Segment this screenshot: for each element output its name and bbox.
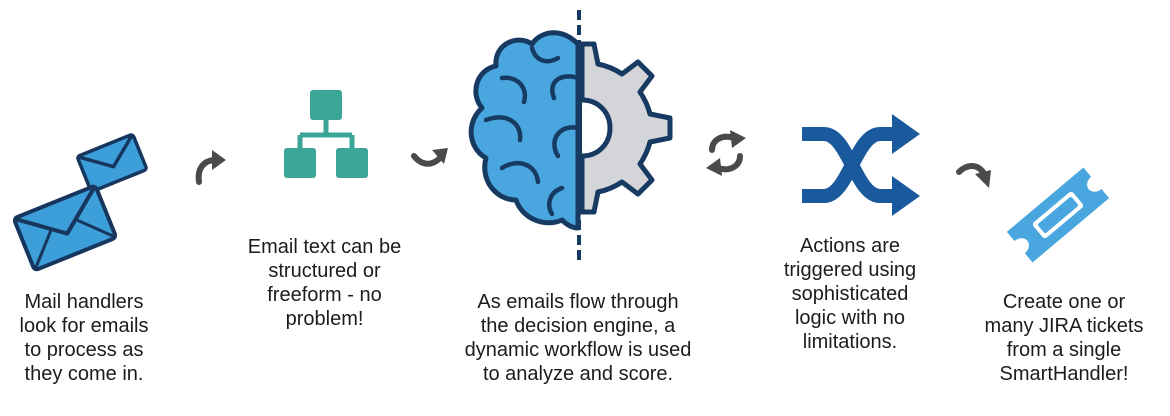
small-envelope-icon bbox=[76, 133, 148, 193]
brain-gear-icon bbox=[468, 10, 673, 262]
caption-structure: Email text can be structured or freeform… bbox=[247, 236, 402, 330]
curved-arrow-icon bbox=[411, 148, 448, 167]
ticket-icon bbox=[1006, 167, 1110, 263]
caption-mail: Mail handlers look for emails to process… bbox=[19, 291, 149, 385]
caption-engine: As emails flow through the decision engi… bbox=[464, 291, 692, 385]
cycle-arrows-icon bbox=[706, 130, 746, 176]
large-envelope-icon bbox=[12, 184, 118, 272]
hierarchy-icon bbox=[284, 90, 368, 178]
envelopes-icon bbox=[12, 133, 148, 272]
shuffle-icon bbox=[802, 114, 920, 216]
curved-arrow-icon bbox=[195, 150, 226, 185]
caption-tickets: Create one or many JIRA tickets from a s… bbox=[984, 291, 1144, 385]
curved-arrow-icon bbox=[956, 163, 991, 188]
caption-actions: Actions are triggered using sophisticate… bbox=[783, 235, 917, 353]
